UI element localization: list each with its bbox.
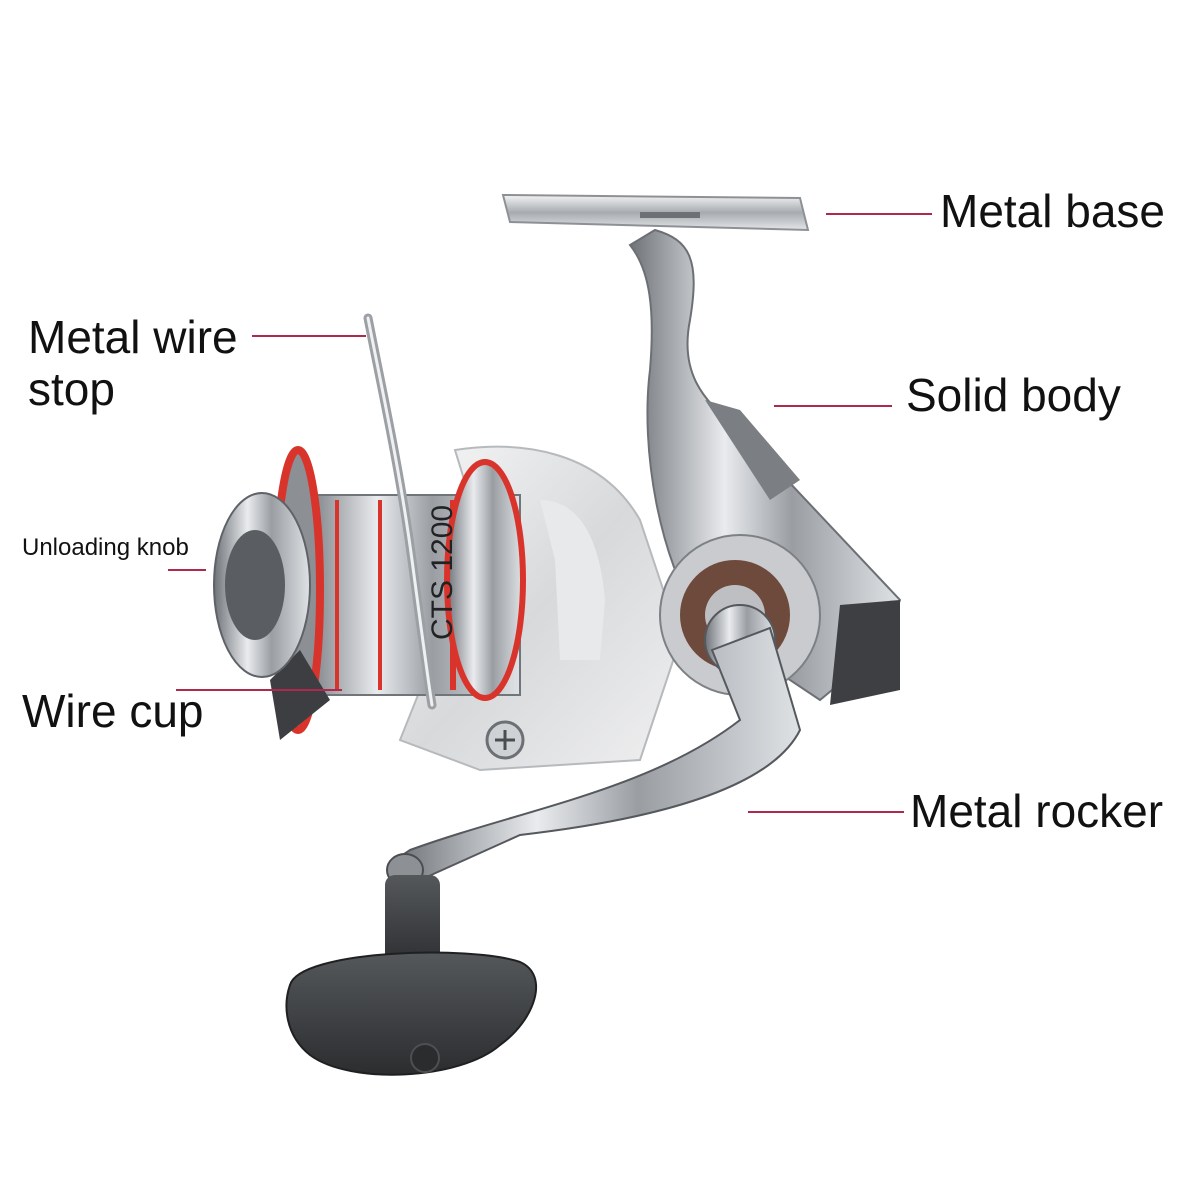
spool-marking: CTS 1200 xyxy=(426,505,459,640)
metal-base-part xyxy=(501,193,810,232)
metal-rocker-label: Metal rocker xyxy=(910,785,1164,837)
unloading-knob-label: Unloading knob xyxy=(22,534,189,561)
unloading-knob-part xyxy=(213,492,311,678)
handle-knob xyxy=(285,875,537,1076)
metal-base-label: Metal base xyxy=(940,185,1166,237)
metal-rocker-part xyxy=(386,604,802,887)
metal-wire-stop-part xyxy=(363,313,437,710)
wire-cup-label: Wire cup xyxy=(22,685,204,737)
metal-wire-stop-label: Metal wire stop xyxy=(28,311,238,415)
solid-body-label: Solid body xyxy=(906,369,1121,421)
